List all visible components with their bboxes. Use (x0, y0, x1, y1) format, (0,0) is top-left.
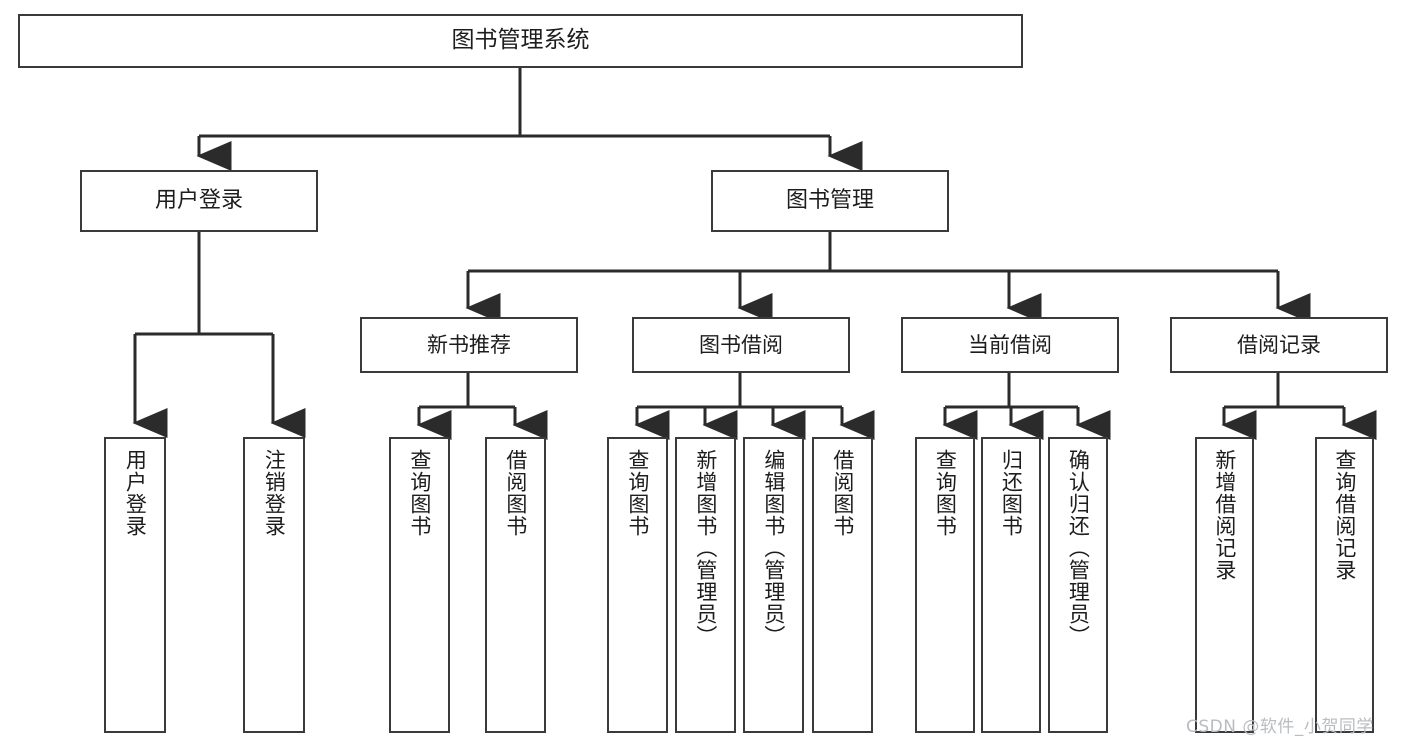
node-root[interactable]: 图书管理系统 (18, 14, 1023, 68)
leaf-label: 新增借阅记录 (1212, 449, 1237, 581)
node-borrow-record[interactable]: 借阅记录 (1170, 317, 1388, 373)
leaf-label: 查询借阅记录 (1332, 449, 1357, 581)
leaf-label: 注销登录 (262, 449, 287, 537)
node-current-borrow[interactable]: 当前借阅 (901, 317, 1119, 373)
leaf-confirm-return-admin[interactable]: 确认归还（管理员） (1048, 437, 1108, 733)
leaf-label: 新增图书（管理员） (693, 449, 718, 647)
leaf-query-book-1[interactable]: 查询图书 (389, 437, 450, 733)
csdn-watermark: CSDN @软件_小贺同学 (1186, 717, 1374, 737)
node-new-book-recommend[interactable]: 新书推荐 (360, 317, 578, 373)
leaf-label: 借阅图书 (830, 449, 855, 537)
leaf-label: 查询图书 (933, 449, 958, 537)
leaf-add-borrow-record[interactable]: 新增借阅记录 (1195, 437, 1254, 733)
leaf-label: 编辑图书（管理员） (761, 449, 786, 647)
leaf-borrow-book-1[interactable]: 借阅图书 (485, 437, 546, 733)
leaf-label: 归还图书 (999, 449, 1024, 537)
leaf-user-login[interactable]: 用户登录 (104, 437, 166, 733)
node-book-borrow[interactable]: 图书借阅 (632, 317, 850, 373)
leaf-logout-login[interactable]: 注销登录 (243, 437, 305, 733)
leaf-label: 查询图书 (407, 449, 432, 537)
leaf-return-book[interactable]: 归还图书 (981, 437, 1041, 733)
leaf-label: 查询图书 (625, 449, 650, 537)
leaf-query-book-3[interactable]: 查询图书 (915, 437, 975, 733)
leaf-label: 用户登录 (123, 449, 148, 537)
leaf-edit-book-admin[interactable]: 编辑图书（管理员） (743, 437, 804, 733)
leaf-label: 借阅图书 (503, 449, 528, 537)
leaf-label: 确认归还（管理员） (1066, 449, 1091, 647)
node-user-login[interactable]: 用户登录 (80, 170, 318, 232)
leaf-borrow-book-2[interactable]: 借阅图书 (812, 437, 873, 733)
leaf-query-book-2[interactable]: 查询图书 (607, 437, 668, 733)
node-book-manage[interactable]: 图书管理 (711, 170, 949, 232)
leaf-query-borrow-record[interactable]: 查询借阅记录 (1315, 437, 1374, 733)
leaf-add-book-admin[interactable]: 新增图书（管理员） (675, 437, 736, 733)
